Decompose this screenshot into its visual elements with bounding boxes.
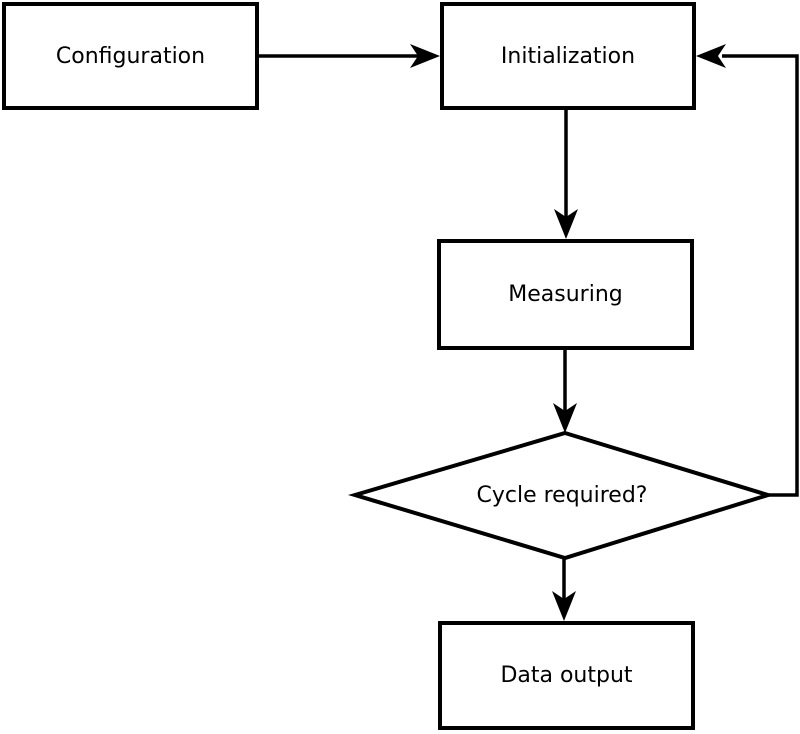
arrowhead-down-icon	[552, 591, 576, 621]
node-decision-label: Cycle required?	[476, 482, 648, 508]
arrowhead-right-icon	[410, 44, 440, 68]
node-decision-cycle-required: Cycle required?	[412, 481, 712, 509]
node-configuration-label: Configuration	[55, 43, 206, 69]
node-data-output: Data output	[438, 621, 695, 730]
node-data-output-label: Data output	[500, 663, 633, 688]
node-configuration: Configuration	[2, 2, 259, 110]
node-measuring: Measuring	[437, 239, 694, 350]
node-initialization: Initialization	[440, 2, 696, 110]
arrowhead-down-icon	[553, 403, 577, 433]
node-measuring-label: Measuring	[508, 282, 623, 307]
arrowhead-down-icon	[554, 209, 578, 239]
arrowhead-left-icon	[696, 44, 726, 68]
node-initialization-label: Initialization	[500, 43, 636, 69]
edge-decision-to-initialization-loop	[722, 54, 799, 497]
